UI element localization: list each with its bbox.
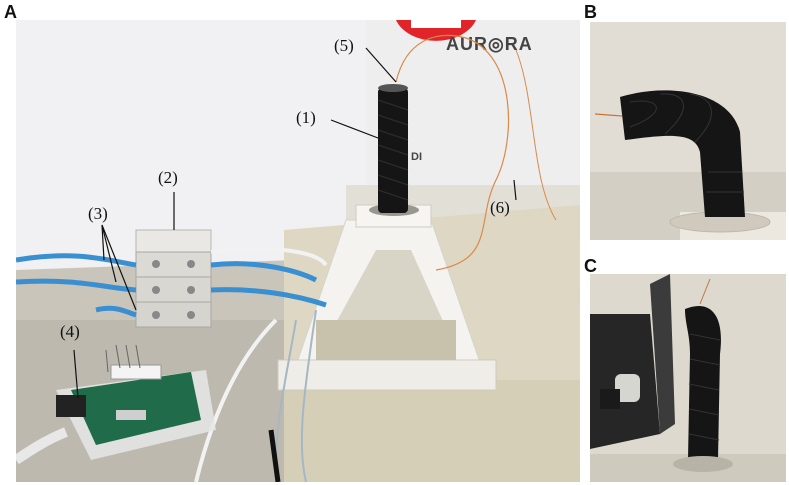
callout-3: (3) (88, 204, 108, 223)
callout-4: (4) (60, 322, 80, 341)
photo-main-setup: AUR◎RA DI (16, 20, 580, 482)
actuator-contact-illustration (590, 274, 786, 482)
callout-6: (6) (490, 198, 510, 217)
callout-2: (2) (158, 168, 178, 187)
callout-1: (1) (296, 108, 316, 127)
bent-actuator-illustration (590, 22, 786, 240)
panel-letter-c: C (584, 256, 597, 276)
panel-letter-b: B (584, 2, 597, 22)
callout-5: (5) (334, 36, 354, 55)
photo-bent-actuator (590, 22, 786, 240)
device-logo-fragment: DI (411, 151, 422, 163)
photo-actuator-contact (590, 274, 786, 482)
panel-letter-a: A (4, 2, 17, 22)
main-setup-illustration: AUR◎RA DI (16, 20, 580, 482)
